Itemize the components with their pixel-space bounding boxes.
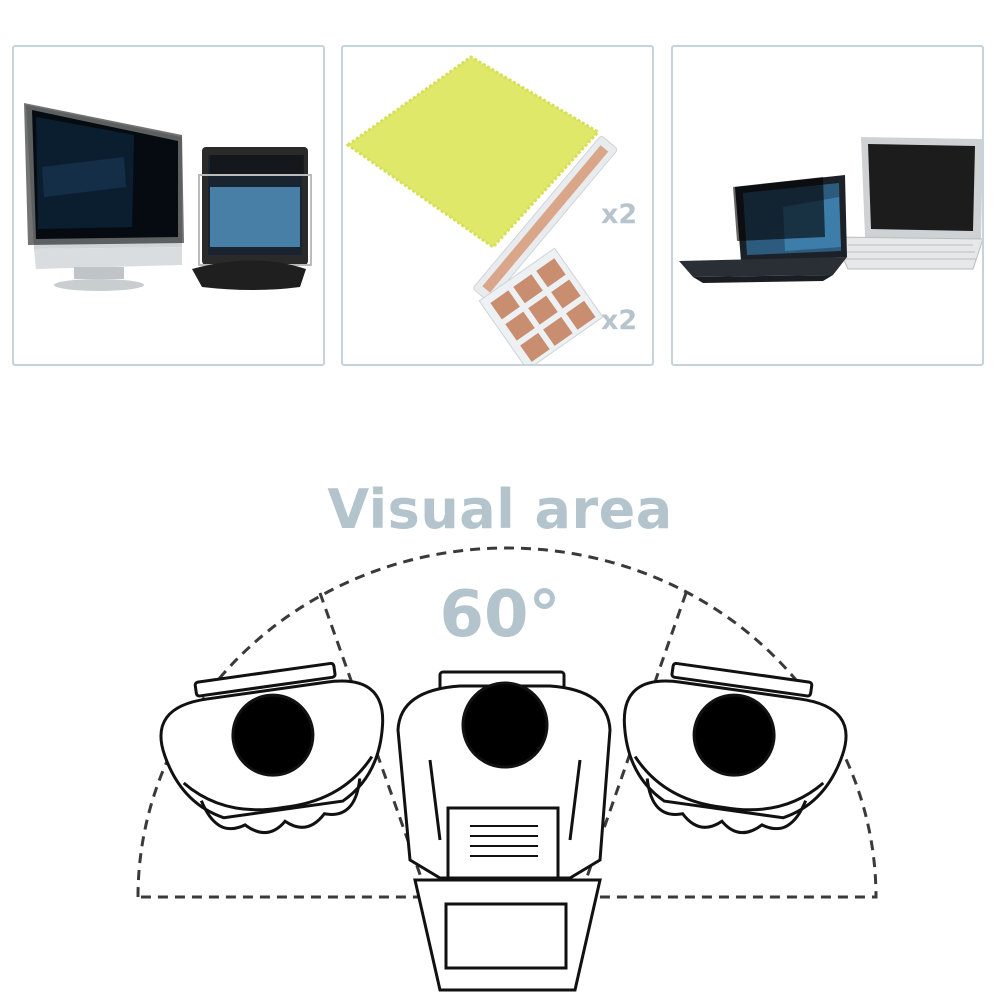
laptop-privacy-filter-image — [679, 137, 982, 283]
tabs-quantity-label: x2 — [601, 305, 638, 336]
strip-quantity-label: x2 — [601, 199, 638, 230]
viewing-angle-label: 60° — [439, 578, 561, 652]
monitors-product-panel — [12, 45, 325, 366]
right-viewer-icon — [622, 661, 848, 834]
left-viewer-icon — [159, 661, 385, 834]
laptops-product-panel — [671, 45, 984, 366]
monitor-privacy-filter-image — [24, 103, 312, 291]
visual-area-title: Visual area — [327, 478, 673, 541]
center-viewer-icon — [396, 670, 612, 992]
accessory-kit-panel: x2 x2 — [341, 45, 654, 366]
cleaning-cloth-image — [345, 55, 618, 364]
